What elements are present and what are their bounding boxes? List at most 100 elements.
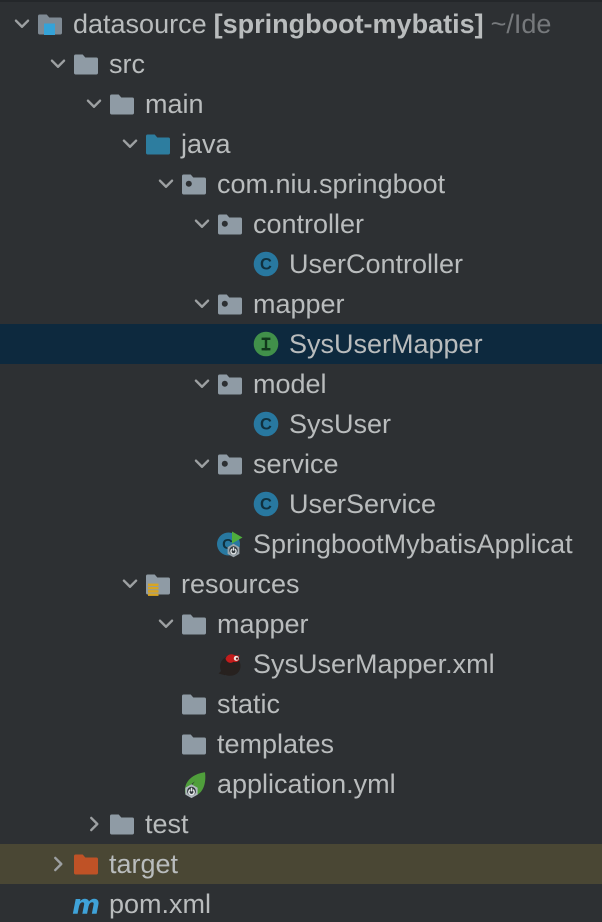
java-class-icon: C [252, 410, 280, 438]
package-folder-icon [216, 210, 244, 238]
tree-row-sysusermapper-xml[interactable]: SysUserMapper.xml [0, 644, 602, 684]
tree-item-label: pom.xml [109, 889, 211, 920]
folder-icon [180, 690, 208, 718]
item-name-text: mapper [253, 288, 345, 319]
tree-item-label: static [217, 689, 280, 720]
spring-config-icon [180, 770, 208, 798]
indent-spacer [44, 884, 72, 922]
tree-item-label: src [109, 49, 145, 80]
tree-row-mapper[interactable]: mapper [0, 604, 602, 644]
tree-row-datasource[interactable]: datasource[springboot-mybatis]~/Ide [0, 4, 602, 44]
tree-item-label: UserController [289, 249, 463, 280]
tree-row-usercontroller[interactable]: C UserController [0, 244, 602, 284]
item-name-text: model [253, 368, 327, 399]
java-interface-icon [252, 330, 280, 358]
package-folder-icon [216, 290, 244, 318]
item-name-text: pom.xml [109, 888, 212, 919]
chevron-down-icon[interactable] [152, 164, 180, 204]
item-name-text: main [145, 88, 204, 119]
tree-row-main[interactable]: main [0, 84, 602, 124]
tree-row-userservice[interactable]: C UserService [0, 484, 602, 524]
tree-item-label: UserService [289, 489, 436, 520]
tree-row-java[interactable]: java [0, 124, 602, 164]
tree-row-sysuser[interactable]: C SysUser [0, 404, 602, 444]
item-name-text: service [253, 448, 339, 479]
tree-item-label: SpringbootMybatisApplicat [253, 529, 573, 560]
svg-text:C: C [260, 495, 272, 513]
tree-item-label: com.niu.springboot [217, 169, 445, 200]
indent-spacer [152, 684, 180, 724]
tree-row-application-yml[interactable]: application.yml [0, 764, 602, 804]
tree-row-springbootmybatisapplicat[interactable]: C SpringbootMybatisApplicat [0, 524, 602, 564]
item-name-text: SysUserMapper [289, 328, 483, 359]
chevron-down-icon[interactable] [116, 564, 144, 604]
tree-item-label: SysUser [289, 409, 391, 440]
folder-icon [108, 90, 136, 118]
tree-item-label: mapper [217, 609, 309, 640]
indent-spacer [224, 404, 252, 444]
chevron-down-icon[interactable] [8, 4, 36, 44]
tree-item-label: SysUserMapper.xml [253, 649, 495, 680]
indent-spacer [188, 644, 216, 684]
tree-row-model[interactable]: model [0, 364, 602, 404]
svg-text:C: C [260, 415, 272, 433]
chevron-down-icon[interactable] [188, 364, 216, 404]
chevron-down-icon[interactable] [188, 284, 216, 324]
tree-item-label: target [109, 849, 178, 880]
tree-row-pom-xml[interactable]: m pom.xml [0, 884, 602, 922]
chevron-right-icon[interactable] [44, 844, 72, 884]
chevron-down-icon[interactable] [152, 604, 180, 644]
tree-item-label: mapper [253, 289, 345, 320]
item-name-text: target [109, 848, 179, 879]
chevron-down-icon[interactable] [44, 44, 72, 84]
tree-item-label: application.yml [217, 769, 396, 800]
resources-folder-icon [144, 570, 172, 598]
item-name-text: com.niu.springboot [217, 168, 446, 199]
tree-item-label: templates [217, 729, 334, 760]
item-name-text: resources [181, 568, 300, 599]
chevron-down-icon[interactable] [188, 204, 216, 244]
tree-item-label: java [181, 129, 231, 160]
tree-row-mapper[interactable]: mapper [0, 284, 602, 324]
tree-row-test[interactable]: test [0, 804, 602, 844]
item-name-text: src [109, 48, 145, 79]
chevron-down-icon[interactable] [116, 124, 144, 164]
item-name-text: SysUser [289, 408, 392, 439]
tree-item-label: resources [181, 569, 300, 600]
tree-item-label: main [145, 89, 204, 120]
tree-row-templates[interactable]: templates [0, 724, 602, 764]
project-path-text: ~/Ide [490, 8, 552, 39]
svg-text:C: C [222, 536, 233, 553]
chevron-right-icon[interactable] [80, 804, 108, 844]
tree-item-label: datasource[springboot-mybatis]~/Ide [73, 9, 551, 40]
package-folder-icon [180, 170, 208, 198]
maven-file-icon: m [72, 890, 100, 918]
chevron-down-icon[interactable] [80, 84, 108, 124]
item-name-text: java [181, 128, 231, 159]
tree-item-label: controller [253, 209, 364, 240]
project-folder-icon [36, 10, 64, 38]
tree-row-target[interactable]: target [0, 844, 602, 884]
folder-icon [180, 730, 208, 758]
tree-row-sysusermapper[interactable]: SysUserMapper [0, 324, 602, 364]
tree-row-resources[interactable]: resources [0, 564, 602, 604]
springboot-application-icon: C [216, 530, 244, 558]
tree-item-label: model [253, 369, 327, 400]
item-name-text: templates [217, 728, 335, 759]
project-module-text: [springboot-mybatis] [213, 8, 484, 39]
tree-row-com-niu-springboot[interactable]: com.niu.springboot [0, 164, 602, 204]
source-folder-icon [144, 130, 172, 158]
tree-item-label: service [253, 449, 339, 480]
tree-row-service[interactable]: service [0, 444, 602, 484]
chevron-down-icon[interactable] [188, 444, 216, 484]
item-name-text: application.yml [217, 768, 396, 799]
excluded-folder-icon [72, 850, 100, 878]
java-class-icon: C [252, 250, 280, 278]
indent-spacer [224, 324, 252, 364]
tree-row-static[interactable]: static [0, 684, 602, 724]
tree-row-controller[interactable]: controller [0, 204, 602, 244]
folder-icon [108, 810, 136, 838]
tree-row-src[interactable]: src [0, 44, 602, 84]
item-name-text: UserService [289, 488, 437, 519]
